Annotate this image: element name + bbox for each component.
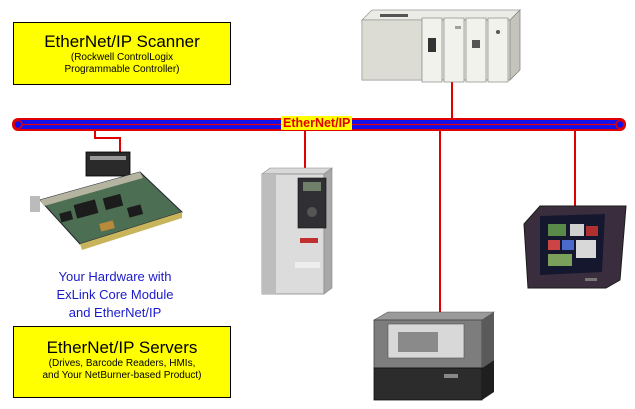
scanner-label-box: EtherNet/IP Scanner (Rockwell ControlLog…: [13, 22, 231, 85]
plc-device-image: [362, 10, 520, 82]
drop-line-hardware: [95, 130, 120, 152]
scanner-subtitle-line1: (Rockwell ControlLogix: [14, 52, 230, 64]
scanner-subtitle-line2: Programmable Controller): [14, 64, 230, 76]
hardware-caption-line1: Your Hardware with: [20, 268, 210, 286]
hardware-caption: Your Hardware with ExLink Core Module an…: [20, 268, 210, 322]
scanner-title: EtherNet/IP Scanner: [14, 32, 230, 52]
servers-label-box: EtherNet/IP Servers (Drives, Barcode Rea…: [13, 326, 231, 398]
barcode-reader-image: [374, 312, 494, 400]
hmi-panel-image: [524, 206, 626, 288]
powerflex-drive-image: [262, 168, 332, 294]
servers-subtitle-line1: (Drives, Barcode Readers, HMIs,: [14, 358, 230, 370]
servers-title: EtherNet/IP Servers: [14, 338, 230, 358]
servers-subtitle-line2: and Your NetBurner-based Product): [14, 370, 230, 382]
hardware-caption-line3: and EtherNet/IP: [20, 304, 210, 322]
netburner-board-image: [30, 152, 182, 250]
ethernet-ip-bus-label: EtherNet/IP: [281, 116, 352, 130]
hardware-caption-line2: ExLink Core Module: [20, 286, 210, 304]
